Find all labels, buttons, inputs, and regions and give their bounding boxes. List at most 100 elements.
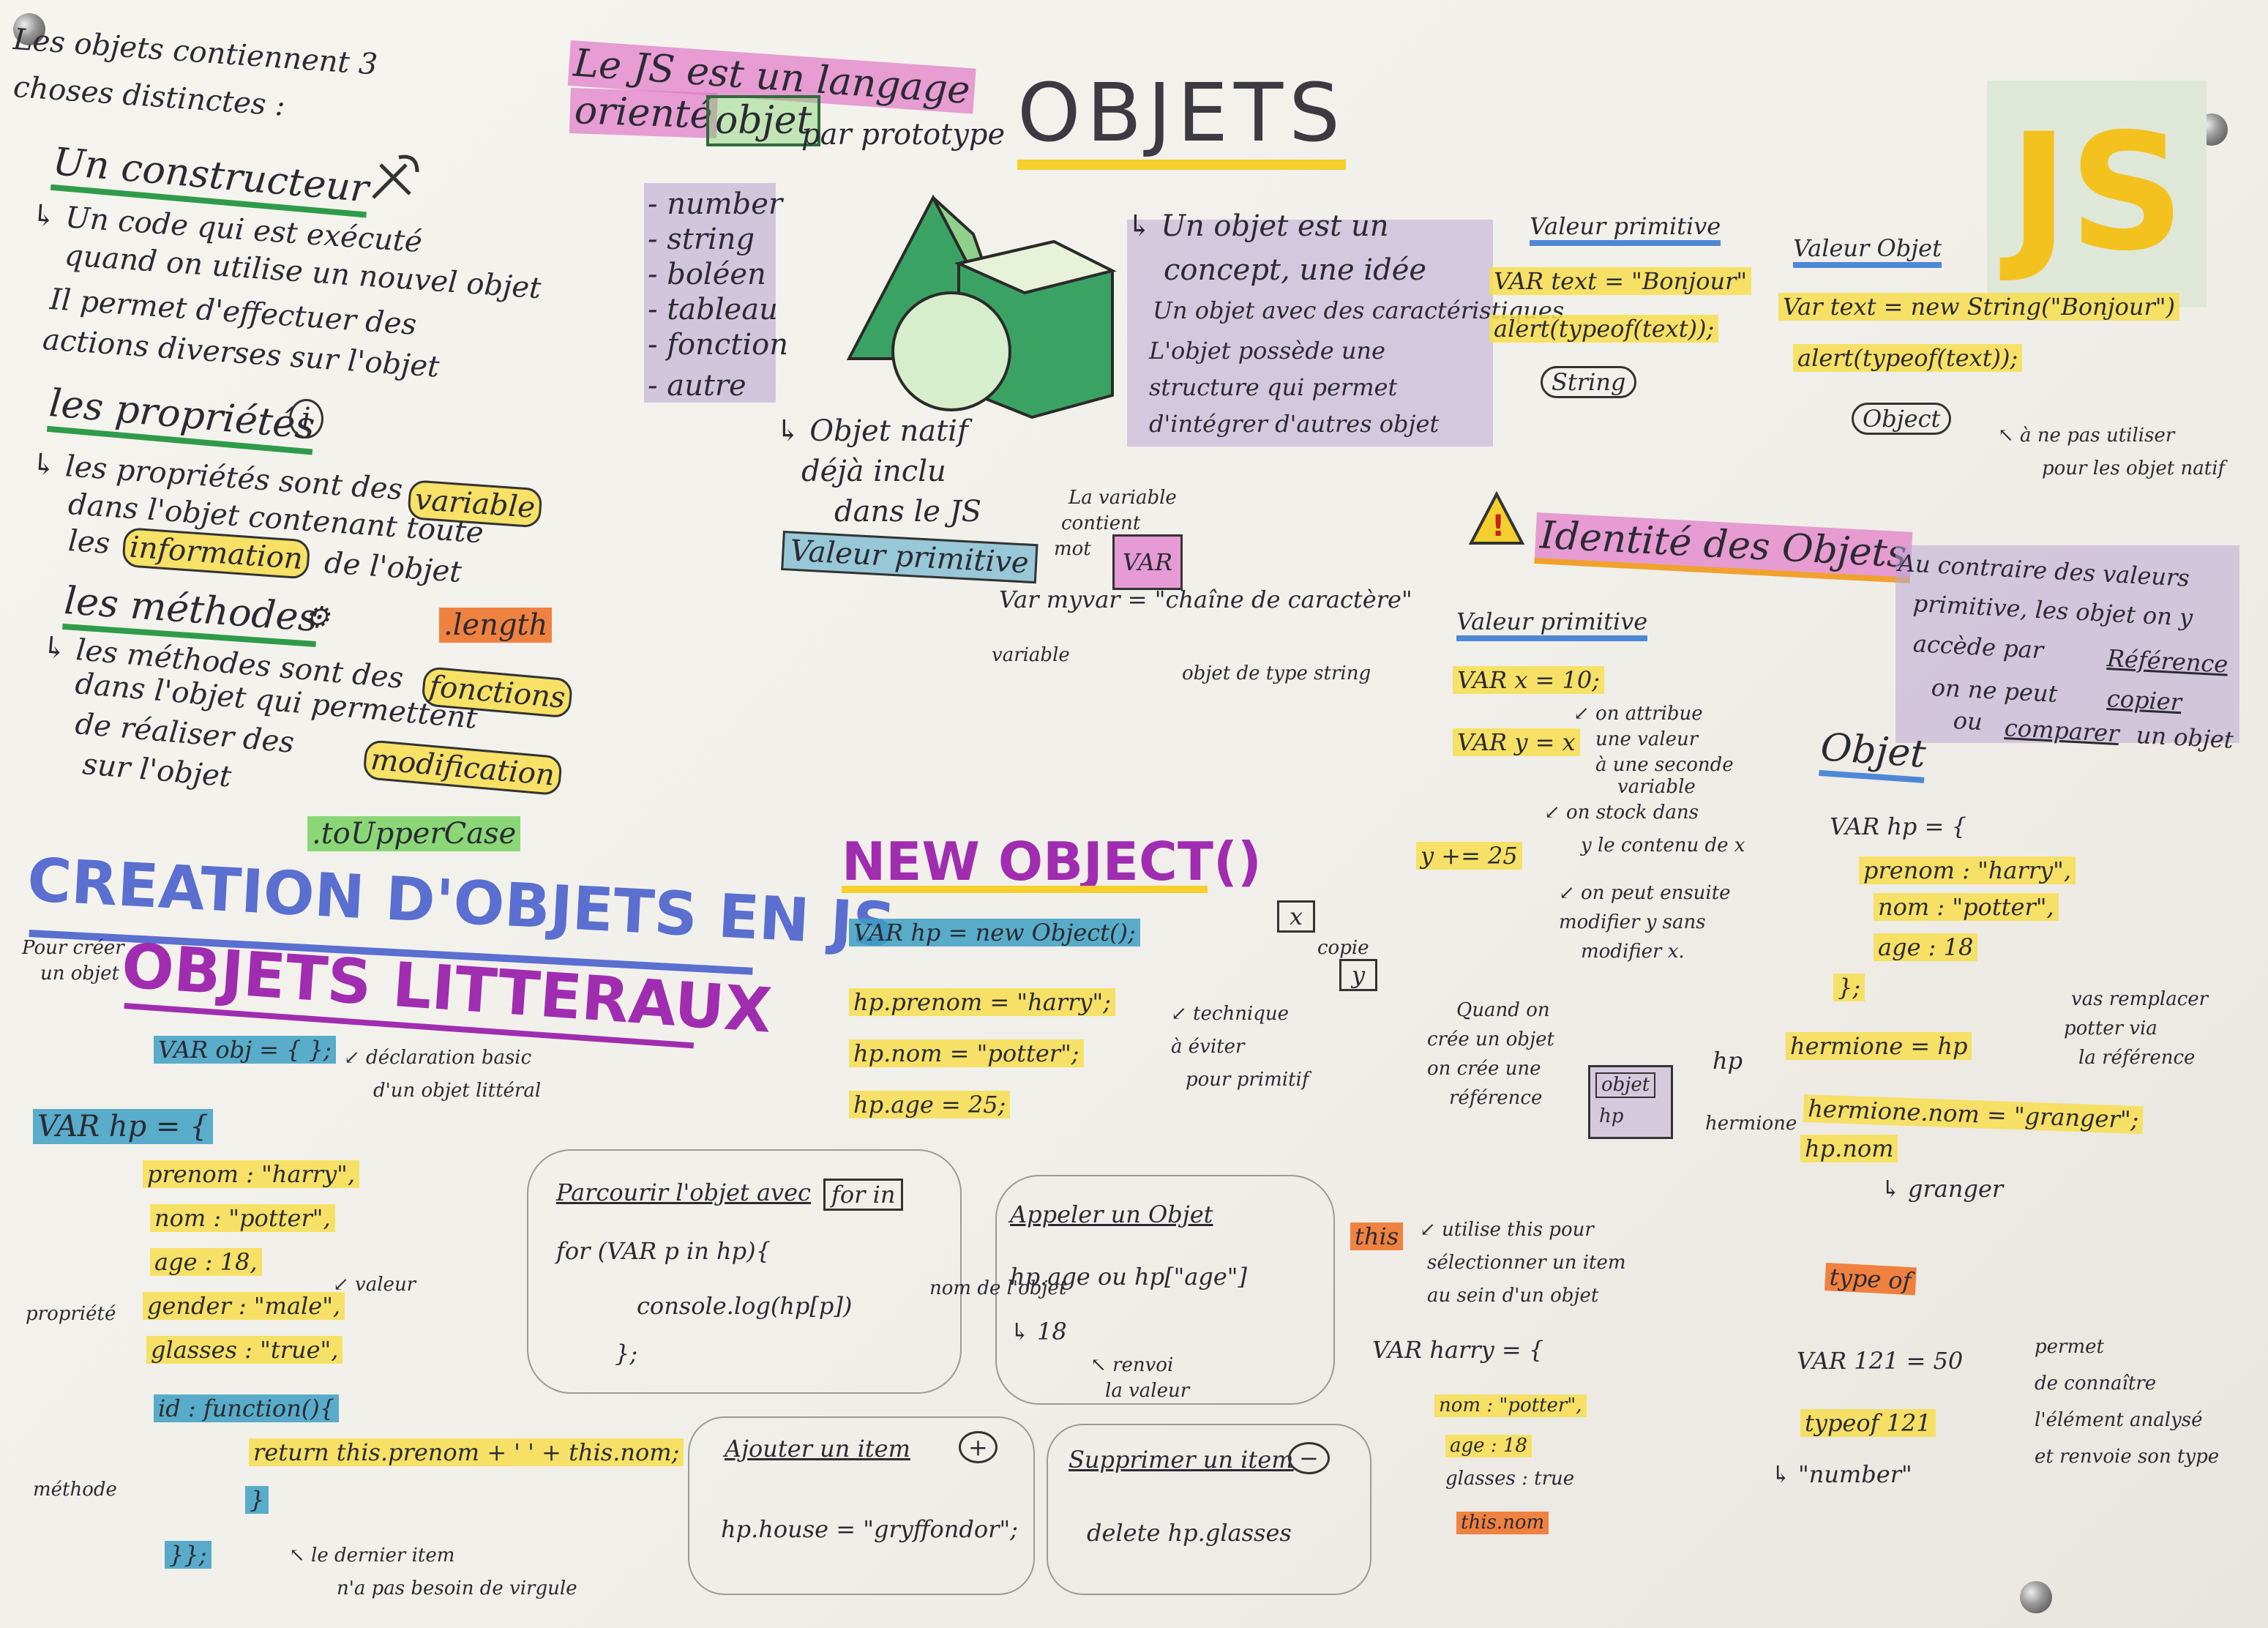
methodes-desc-4: sur l'objet <box>81 747 233 794</box>
ref-hp-right: hp <box>1713 1047 1743 1075</box>
shapes-sketch <box>846 194 1117 419</box>
contraire-bg <box>1895 545 2239 743</box>
typeof-note: et renvoie son type <box>2035 1446 2220 1468</box>
vo-top-title: Valeur Objet <box>1793 234 1942 269</box>
nom-label: nom de l'objet <box>929 1277 1067 1299</box>
contraire-line: un objet <box>2136 721 2234 754</box>
new-object-title: NEW OBJECT() <box>842 831 1262 892</box>
info-icon: i <box>289 399 323 438</box>
parcourir-code: }; <box>615 1340 638 1367</box>
string-label: objet de type string <box>1182 662 1371 684</box>
litteral-code: VAR obj = { }; <box>154 1036 336 1064</box>
objet-right-code: nom : "potter", <box>1874 893 2059 922</box>
page-title: OBJETS <box>1017 66 1347 170</box>
this-code: this.nom <box>1456 1512 1549 1535</box>
header-line2-pre: orienté <box>569 88 718 139</box>
new-object-underline <box>842 886 1208 893</box>
this-code: VAR harry = { <box>1372 1336 1544 1364</box>
objet-right-code: prenom : "harry", <box>1859 856 2076 885</box>
concept-line: structure qui permet <box>1149 373 1398 401</box>
ajouter-box <box>688 1416 1035 1595</box>
ajouter-code: hp.house = "gryffondor"; <box>721 1515 1018 1543</box>
hp-nom: hp.nom <box>1800 1135 1898 1163</box>
var-box: VAR <box>1112 534 1183 590</box>
supprimer-box <box>1047 1424 1371 1595</box>
pin-icon <box>13 13 45 45</box>
new-object-code: VAR hp = new Object(); <box>849 919 1140 947</box>
copier-word: copier <box>2106 684 2183 717</box>
header-line2-post: par prototype <box>801 118 1006 152</box>
plus-icon: + <box>959 1431 998 1464</box>
objet-right-code: VAR hp = { <box>1830 813 1966 840</box>
gear-icon: ⚙ <box>304 601 330 635</box>
vo-top-result: Object <box>1852 403 1952 436</box>
ref-note: référence <box>1449 1087 1543 1109</box>
var-caption: La variable <box>1068 487 1177 509</box>
ajouter-title: Ajouter un item <box>725 1435 910 1463</box>
hp-note: n'a pas besoin de virgule <box>337 1577 577 1599</box>
var-caption: contient <box>1061 512 1141 534</box>
type-item: - string <box>648 223 755 256</box>
hp-return-line: return this.prenom + ' ' + this.nom; <box>249 1438 684 1467</box>
appeler-note: la valeur <box>1105 1380 1190 1402</box>
typeof-note: de connaître <box>2035 1373 2157 1394</box>
objet-right-note: la référence <box>2078 1047 2196 1069</box>
objet-right-note: vas remplacer <box>2071 988 2209 1010</box>
new-object-note: à éviter <box>1171 1036 1245 1058</box>
parcourir-code: console.log(hp[p]) <box>637 1292 853 1320</box>
hp-object-line: prenom : "harry", <box>143 1160 360 1189</box>
this-code: age : 18 <box>1445 1435 1532 1458</box>
vp-mid-note2: ↙ on stock dans <box>1544 802 1699 824</box>
vo-top-code1: Var text = new String("Bonjour") <box>1778 293 2179 321</box>
concept-line: L'objet possède une <box>1149 337 1385 365</box>
copie-label: copie <box>1317 937 1369 959</box>
identite-title: Identité des Objets <box>1534 512 1912 584</box>
ref-hp: hp <box>1599 1105 1624 1127</box>
new-object-code: hp.age = 25; <box>849 1091 1011 1119</box>
typeof-note: permet <box>2035 1336 2104 1358</box>
vp-mid-code1: VAR x = 10; <box>1453 666 1605 695</box>
hp-object-line: gender : "male", <box>143 1292 345 1321</box>
concept-line: Un objet avec des caractéristiques <box>1153 296 1565 324</box>
vp-top-code2: alert(typeof(text)); <box>1489 315 1719 343</box>
modification-word: modification <box>362 739 564 796</box>
ref-hermione-right: hermione <box>1705 1113 1797 1135</box>
appeler-code: hp.age ou hp["age"] <box>1010 1263 1247 1291</box>
variable-label: variable <box>992 644 1070 666</box>
this-desc: au sein d'un objet <box>1427 1285 1599 1307</box>
typeof-label: type of <box>1824 1263 1917 1296</box>
new-object-code: hp.nom = "potter"; <box>849 1039 1084 1068</box>
parcourir-code: for (VAR p in hp){ <box>556 1237 771 1265</box>
granger-result: ↳ granger <box>1881 1175 2004 1203</box>
this-code: nom : "potter", <box>1434 1394 1587 1418</box>
vp-mid-title: Valeur primitive <box>1456 608 1648 642</box>
hp-id-line: id : function(){ <box>154 1394 340 1423</box>
ref-note: on crée une <box>1427 1058 1541 1080</box>
vp-mid-note1: une valeur <box>1595 728 1699 750</box>
hp-note: ↖ le dernier item <box>289 1545 455 1567</box>
hp-object-line: age : 18, <box>150 1248 262 1277</box>
svg-text:!: ! <box>1492 509 1505 543</box>
hermione-1: hermione = hp <box>1786 1032 1972 1061</box>
parcourir-box <box>527 1149 962 1394</box>
concept-line: ↳ Un objet est un <box>1127 209 1389 243</box>
appeler-title: Appeler un Objet <box>1010 1201 1213 1228</box>
wrench-icon <box>372 154 419 199</box>
hp-close: }}; <box>165 1541 212 1569</box>
litteral-note: ↙ déclaration basic <box>344 1047 532 1069</box>
copie-x: x <box>1277 900 1316 933</box>
comparer-word: comparer <box>2004 714 2120 748</box>
vo-top-code2: alert(typeof(text)); <box>1793 344 2023 373</box>
vp-top-result: String <box>1541 366 1637 399</box>
vp-mid-note1: ↙ on attribue <box>1573 703 1703 725</box>
vp-mid-note3: modifier y sans <box>1559 911 1706 933</box>
natif-line: ↳ Objet natif <box>776 414 968 448</box>
appeler-note: ↖ renvoi <box>1090 1354 1174 1376</box>
hermione-2: hermione.nom = "granger"; <box>1803 1094 2144 1135</box>
for-in-badge: for in <box>823 1179 904 1211</box>
this-desc: ↙ utilise this pour <box>1420 1219 1594 1241</box>
vo-note: pour les objet natif <box>2042 458 2226 479</box>
touppercase-label: .toUpperCase <box>307 816 521 851</box>
objet-word: objet <box>706 95 821 147</box>
var-code: Var myvar = "chaîne de caractère" <box>999 586 1412 613</box>
